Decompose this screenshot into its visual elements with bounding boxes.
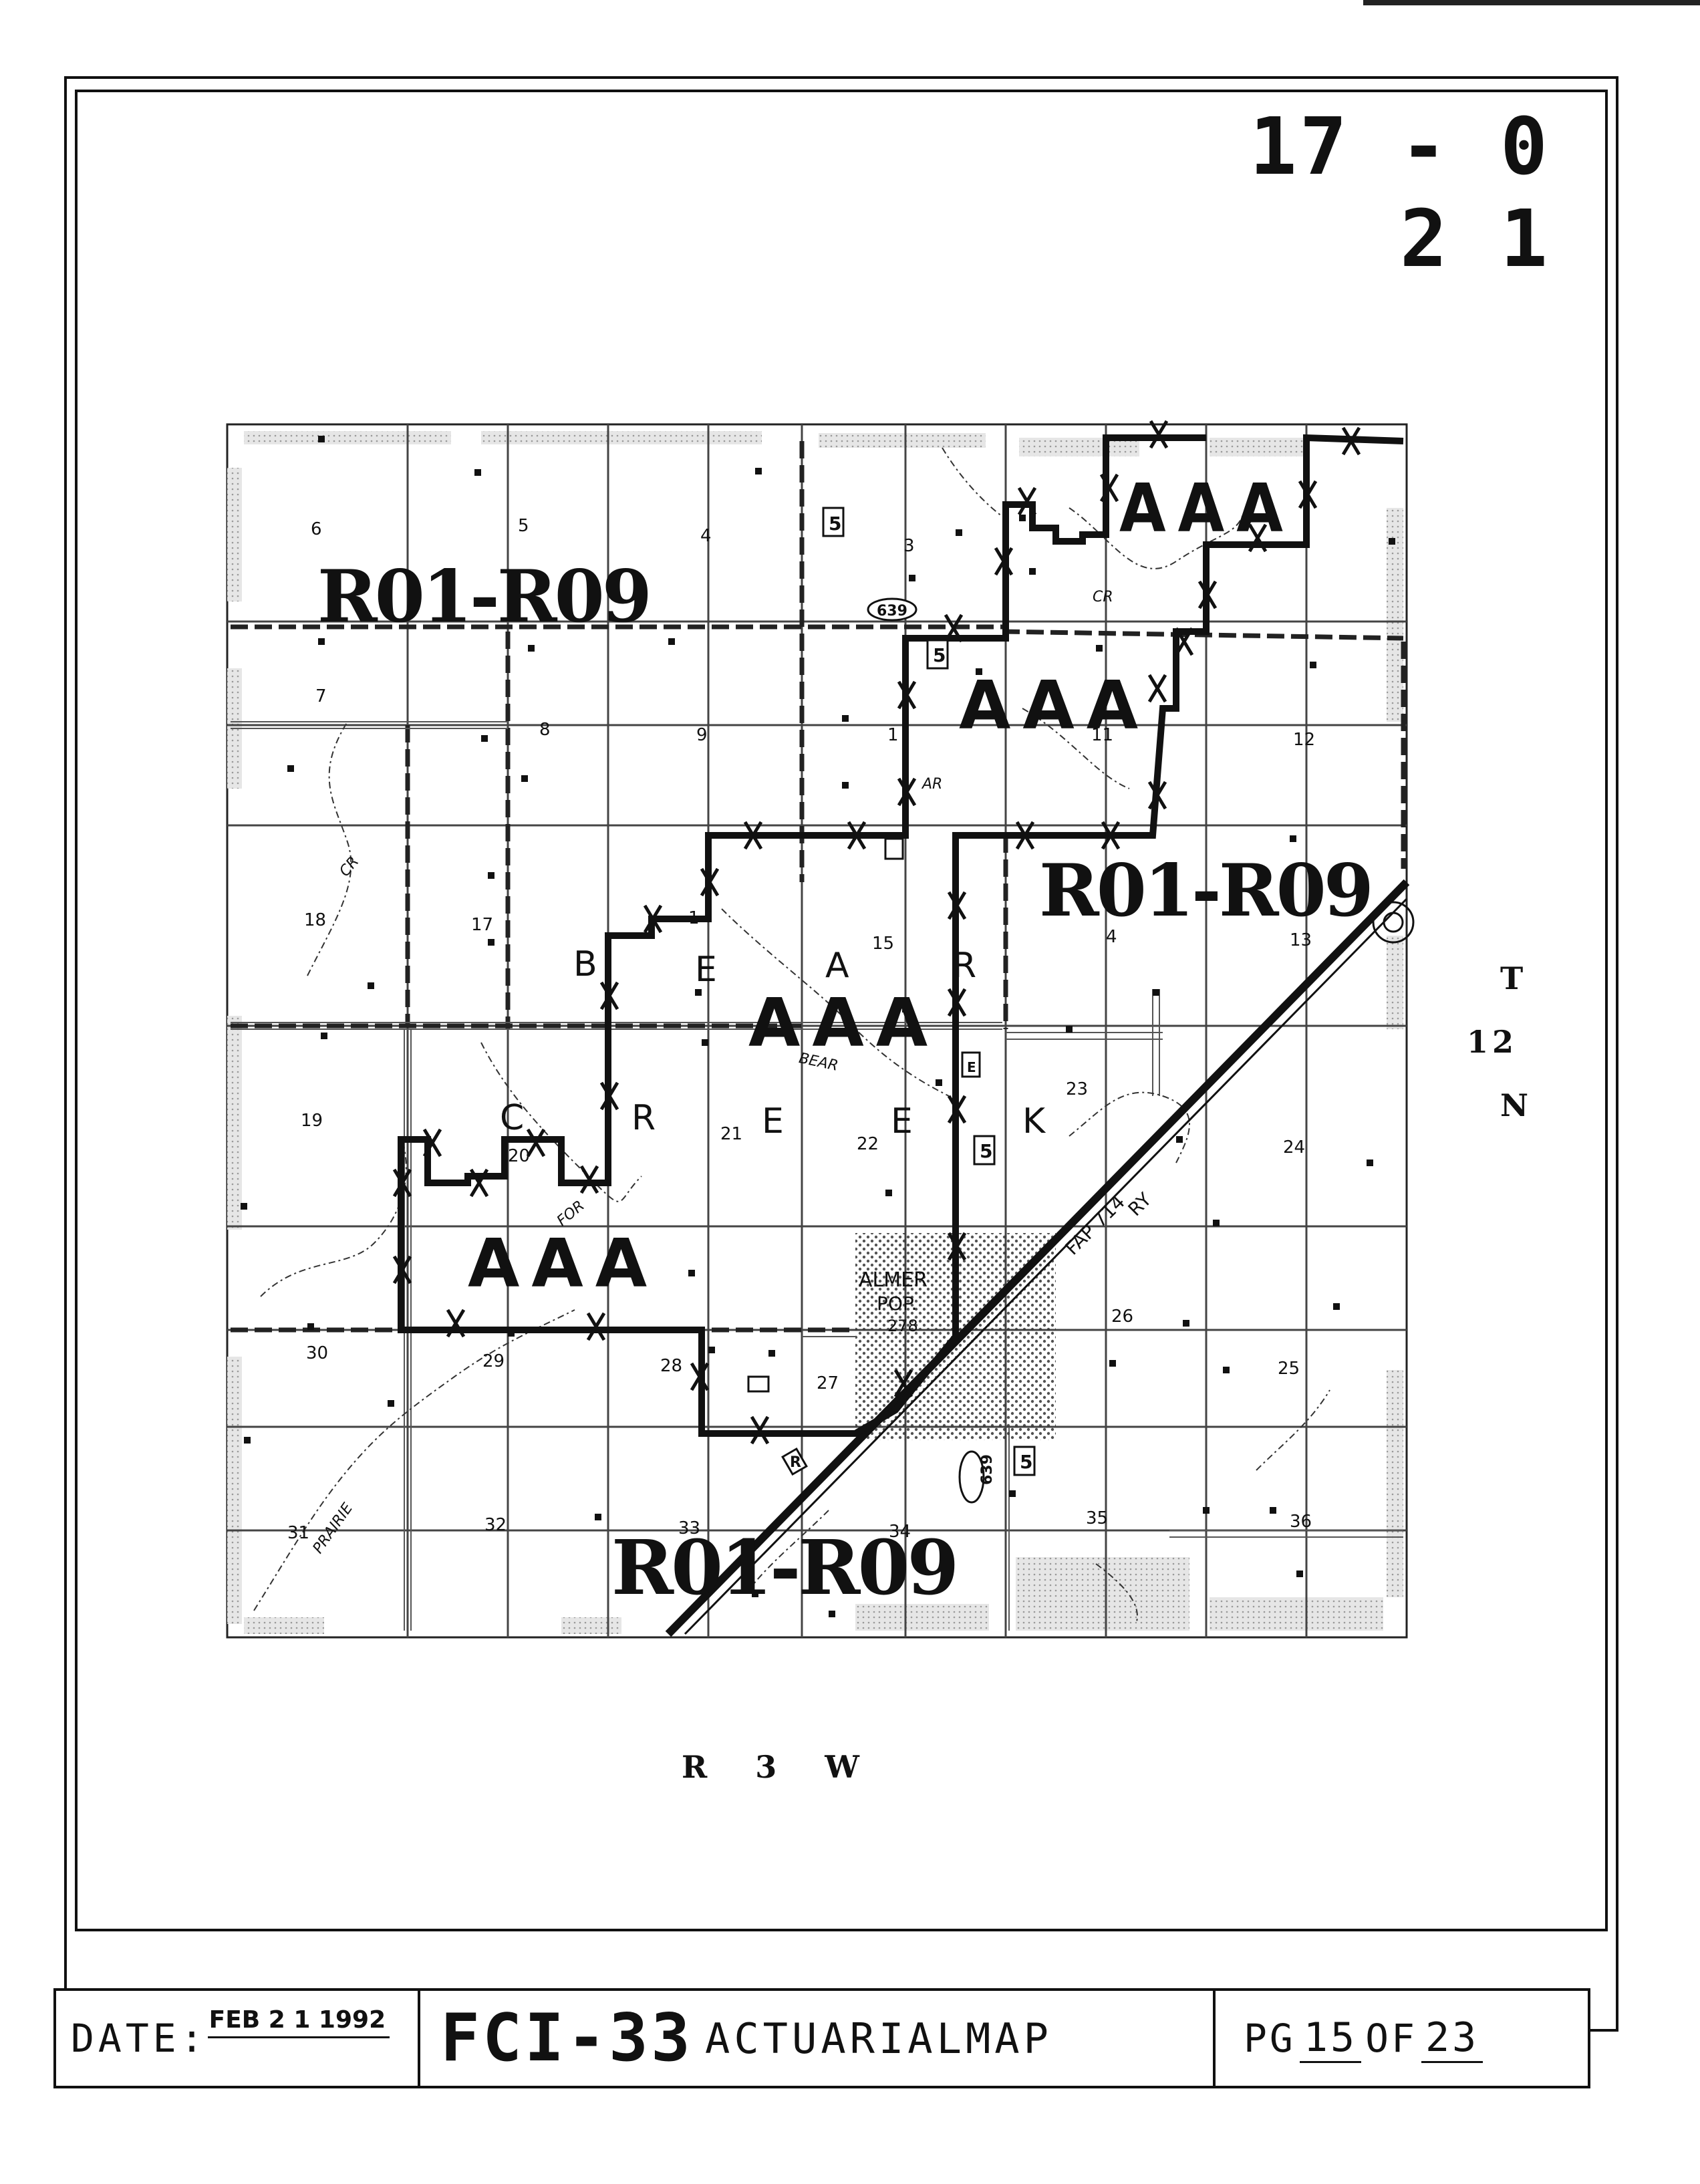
creek-letter: R — [631, 1098, 656, 1138]
section-number: 12 — [1293, 730, 1315, 750]
route-mark-e: E — [967, 1059, 976, 1075]
streams — [253, 447, 1330, 1625]
page-of: OF — [1365, 2016, 1417, 2061]
section-number: 36 — [1290, 1512, 1312, 1532]
section-number: 22 — [857, 1134, 879, 1154]
section-number: 18 — [304, 910, 326, 930]
edge-shading — [227, 431, 1403, 1634]
section-number: 33 — [678, 1518, 700, 1538]
page-number: 15 — [1299, 2014, 1362, 2063]
boundary-x-marks — [392, 420, 1361, 1445]
section-number: 25 — [1278, 1359, 1300, 1379]
township-t: T — [1500, 960, 1523, 996]
zone-label-r01-r09-south: R01-R09 — [611, 1524, 956, 1612]
creek-cr-label-b: CR — [1093, 589, 1113, 605]
section-number: 4 — [1106, 927, 1117, 947]
section-number: 8 — [539, 720, 551, 740]
creek-letter: A — [825, 946, 849, 986]
creek-ar-label: AR — [921, 776, 942, 793]
section-number: 28 — [660, 1356, 682, 1376]
section-number: 27 — [817, 1373, 839, 1393]
section-number: 1 — [887, 725, 899, 745]
highway-interchange — [1372, 901, 1415, 944]
section-number: 21 — [720, 1124, 742, 1144]
title-block: DATE: FEB 2 1 1992 FCI-33 ACTUARIALMAP P… — [53, 1988, 1590, 2088]
creek-letter: R — [952, 946, 976, 986]
section-number: 7 — [315, 686, 327, 706]
section-number: 34 — [889, 1522, 911, 1542]
creek-letter: E — [891, 1101, 913, 1141]
section-number: 11 — [1091, 725, 1113, 745]
section-number: 35 — [1086, 1508, 1108, 1528]
page-cell: PG 15 OF 23 — [1216, 1991, 1588, 2086]
date-label: DATE: — [71, 2016, 208, 2061]
township-direction: N — [1500, 1087, 1528, 1123]
route-639-label-b: 639 — [979, 1454, 996, 1485]
creek-letter: E — [695, 950, 717, 990]
section-number: 15 — [872, 934, 894, 954]
section-number: 4 — [700, 526, 712, 546]
inner-border — [75, 90, 1608, 1931]
route-5-label-b: 5 — [933, 644, 946, 666]
map-id: 17 - 0 2 1 — [1249, 100, 1550, 285]
route-639-label-a: 639 — [877, 603, 907, 620]
section-number: 13 — [1290, 930, 1312, 950]
section-number: 29 — [482, 1351, 505, 1371]
section-number: 19 — [301, 1111, 323, 1131]
section-number: 1 — [688, 908, 700, 928]
section-number: 26 — [1111, 1307, 1133, 1327]
creek-letter: B — [573, 944, 597, 984]
section-number: 5 — [518, 516, 529, 536]
section-number: 6 — [311, 519, 322, 539]
section-number: 32 — [484, 1515, 507, 1535]
town-pop-label: POP. — [877, 1292, 917, 1315]
creek-letter: C — [500, 1098, 524, 1138]
zone-label-r01-r09-north: R01-R09 — [317, 555, 650, 639]
range-label: R 3 W — [682, 1749, 878, 1785]
creek-letter: E — [762, 1101, 784, 1141]
zone-label-aaa-west: AAA — [468, 1224, 659, 1303]
section-number: 31 — [287, 1523, 309, 1543]
form-title-cell: FCI-33 ACTUARIALMAP — [420, 1991, 1216, 2086]
section-number: 30 — [306, 1343, 328, 1363]
zone-label-aaa-north: AAA — [1119, 469, 1295, 547]
township-number: 12 — [1467, 1024, 1518, 1060]
town-name: ALMER — [859, 1268, 928, 1292]
route-5-label-c: 5 — [980, 1140, 992, 1162]
section-number: 3 — [903, 536, 915, 556]
route-shields — [747, 507, 1036, 1504]
section-number: 20 — [508, 1146, 530, 1166]
route-mark-r: R — [790, 1454, 801, 1471]
town-pop-value: 278 — [887, 1317, 918, 1335]
form-code: FCI-33 — [440, 2000, 694, 2076]
section-number: 24 — [1283, 1137, 1305, 1157]
section-number: 17 — [471, 915, 493, 935]
section-number: 23 — [1066, 1079, 1088, 1099]
zone-label-aaa-middle: AAA — [959, 666, 1150, 744]
zone-label-r01-r09-east: R01-R09 — [1039, 849, 1371, 933]
form-name: ACTUARIALMAP — [705, 2014, 1052, 2063]
section-number: 9 — [696, 725, 708, 745]
railway — [665, 879, 1410, 1637]
page-total: 23 — [1421, 2014, 1483, 2063]
date-cell: DATE: FEB 2 1 1992 — [56, 1991, 420, 2086]
page-label: PG — [1244, 2016, 1296, 2061]
top-edge-line — [1363, 0, 1700, 5]
creek-letter: K — [1022, 1101, 1046, 1141]
local-roads — [231, 721, 1403, 1631]
route-5-label-d: 5 — [1020, 1451, 1032, 1473]
route-5-label-a: 5 — [829, 513, 841, 535]
date-value: FEB 2 1 1992 — [207, 2006, 390, 2038]
zone-label-aaa-center: AAA — [748, 984, 940, 1062]
